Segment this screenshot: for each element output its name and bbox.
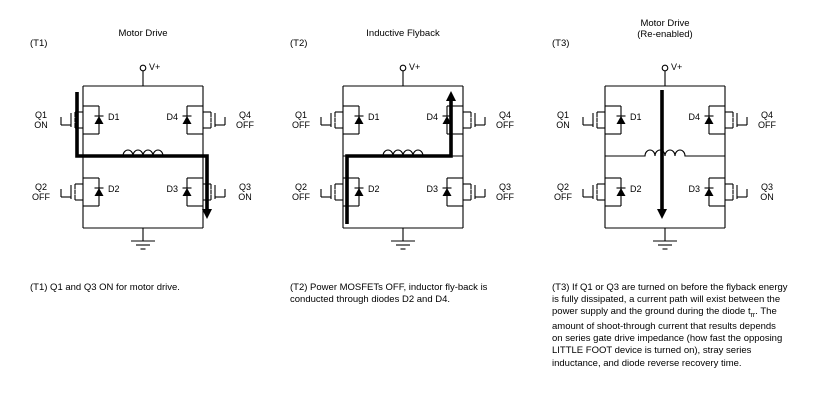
panel-title-t2: Inductive Flyback: [366, 28, 440, 39]
vplus-label: V+: [671, 62, 683, 72]
diode-label-d2: D2: [108, 184, 120, 194]
transistor-label-q3: Q3 ON: [238, 182, 252, 203]
mosfet-symbol: [582, 111, 605, 129]
hbridge-circuit-svg-t2: [320, 64, 486, 250]
mosfet-symbol: [463, 111, 486, 129]
vplus-label: V+: [149, 62, 161, 72]
transistor-label-q4: Q4 OFF: [496, 110, 514, 131]
diode-symbol: [704, 105, 725, 135]
vplus-terminal: [399, 64, 407, 86]
circuit-panel-t1: (T1) Motor Drive V+ Q1 ON Q2 OFF Q3 ON Q…: [28, 14, 263, 404]
mosfet-symbol: [203, 111, 226, 129]
diode-symbol: [182, 105, 203, 135]
transistor-label-q4: Q4 OFF: [236, 110, 254, 131]
hbridge-circuit-svg-t1: [60, 64, 226, 250]
circuit-geometry: [582, 64, 748, 250]
circuit-geometry: [320, 64, 486, 250]
diode-label-d4: D4: [166, 112, 178, 122]
transistor-label-q2: Q2 OFF: [32, 182, 50, 203]
diode-label-d3: D3: [166, 184, 178, 194]
caption-text: (T3) If Q1 or Q3 are turned on before th…: [552, 282, 788, 318]
mosfet-symbol: [60, 183, 83, 201]
ground-icon: [653, 228, 677, 250]
transistor-label-q3: Q3 ON: [760, 182, 774, 203]
diode-symbol: [442, 177, 463, 207]
transistor-label-q3: Q3 OFF: [496, 182, 514, 203]
caption-text: (T2) Power MOSFETs OFF, inductor fly-bac…: [290, 282, 488, 306]
vplus-terminal: [661, 64, 669, 86]
caption-text: (T1) Q1 and Q3 ON for motor drive.: [30, 282, 180, 293]
vplus-terminal: [139, 64, 147, 86]
diode-label-d3: D3: [426, 184, 438, 194]
diode-symbol: [83, 177, 104, 207]
caption-text: . The amount of shoot-through current th…: [552, 306, 783, 369]
diode-symbol: [605, 105, 626, 135]
mosfet-symbol: [582, 183, 605, 201]
ground-icon: [391, 228, 415, 250]
current-path: [75, 92, 209, 211]
panel-caption-t1: (T1) Q1 and Q3 ON for motor drive.: [30, 282, 240, 297]
circuit-geometry: [60, 64, 226, 250]
diode-label-d1: D1: [108, 112, 120, 122]
transistor-label-q1: Q1 ON: [34, 110, 48, 131]
diode-label-d2: D2: [368, 184, 380, 194]
diode-label-d4: D4: [426, 112, 438, 122]
mosfet-symbol: [320, 111, 343, 129]
hbridge-circuit-svg-t3: [582, 64, 748, 250]
transistor-label-q1: Q1 ON: [556, 110, 570, 131]
diode-label-d4: D4: [688, 112, 700, 122]
timing-tag-t2: (T2): [290, 38, 308, 49]
circuit-panel-t2: (T2) Inductive Flyback V+ Q1 OFF Q2 OFF …: [288, 14, 523, 404]
panel-title-t3: Motor Drive (Re-enabled): [637, 18, 693, 41]
transistor-label-q2: Q2 OFF: [554, 182, 572, 203]
mosfet-symbol: [60, 111, 83, 129]
mosfet-symbol: [725, 183, 748, 201]
panel-title-t1: Motor Drive: [118, 28, 168, 39]
timing-tag-t1: (T1): [30, 38, 48, 49]
diode-symbol: [704, 177, 725, 207]
panel-caption-t2: (T2) Power MOSFETs OFF, inductor fly-bac…: [290, 282, 500, 309]
ground-icon: [131, 228, 155, 250]
diode-label-d1: D1: [630, 112, 642, 122]
current-path: [345, 99, 453, 224]
mosfet-symbol: [320, 183, 343, 201]
diode-label-d1: D1: [368, 112, 380, 122]
transistor-label-q2: Q2 OFF: [292, 182, 310, 203]
diode-symbol: [343, 105, 364, 135]
diode-symbol: [605, 177, 626, 207]
transistor-label-q4: Q4 OFF: [758, 110, 776, 131]
diode-label-d3: D3: [688, 184, 700, 194]
current-arrowhead: [446, 91, 456, 101]
inductor-symbol: [605, 149, 725, 157]
mosfet-symbol: [725, 111, 748, 129]
circuit-panel-t3: (T3) Motor Drive (Re-enabled) V+ Q1 ON Q…: [550, 14, 788, 404]
timing-tag-t3: (T3): [552, 38, 570, 49]
mosfet-symbol: [463, 183, 486, 201]
panel-caption-t3: (T3) If Q1 or Q3 are turned on before th…: [552, 282, 788, 370]
vplus-label: V+: [409, 62, 421, 72]
diode-label-d2: D2: [630, 184, 642, 194]
current-arrowhead: [202, 209, 212, 219]
current-arrowhead: [657, 209, 667, 219]
diode-symbol: [182, 177, 203, 207]
caption-subscript: rr: [750, 312, 756, 320]
transistor-label-q1: Q1 OFF: [292, 110, 310, 131]
diode-symbol: [83, 105, 104, 135]
